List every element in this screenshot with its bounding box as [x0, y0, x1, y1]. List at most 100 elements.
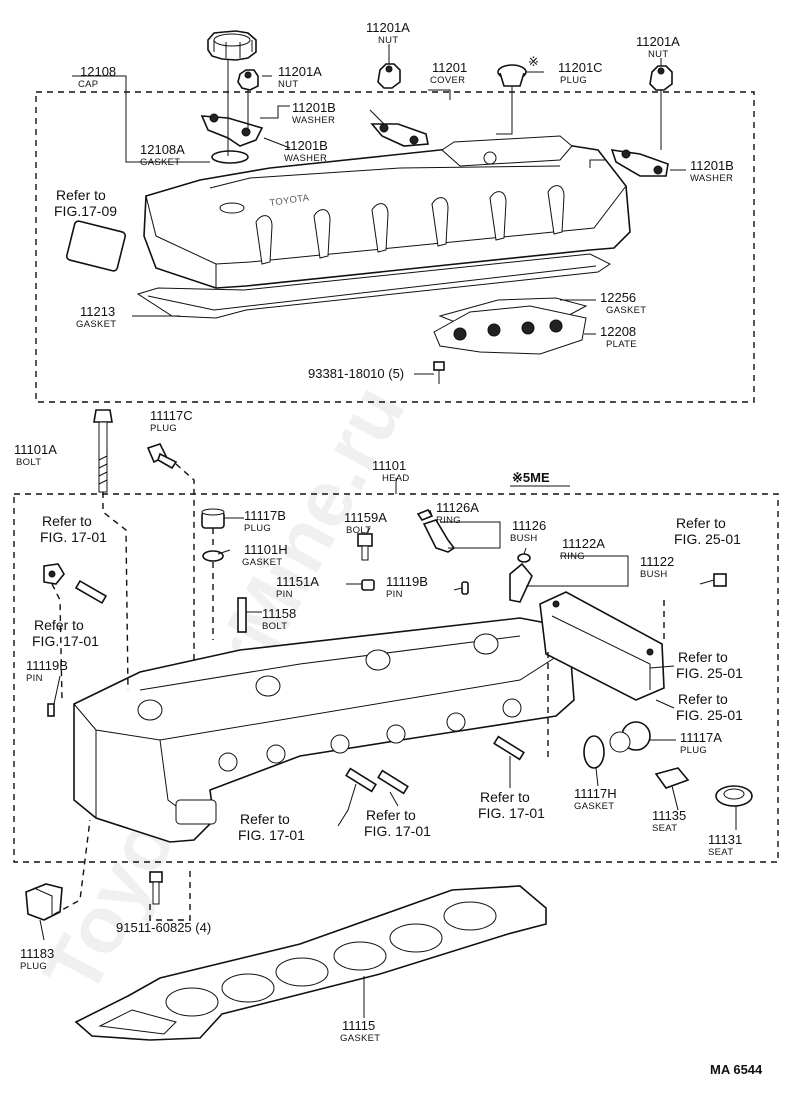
ref-1701a-line1: Refer to [42, 513, 92, 529]
ref-2501a-line1: Refer to [676, 515, 726, 531]
stud-icon-bottom-3 [493, 735, 525, 761]
stud-icon-bottom-2 [377, 769, 409, 795]
head-bolt-icon [93, 409, 113, 493]
sub-11201: COVER [430, 75, 465, 86]
sub-11135: SEAT [652, 823, 677, 834]
stud-icon-bottom-1 [345, 767, 377, 793]
label-11158: 11158 [262, 606, 296, 621]
small-plug-icon [146, 443, 178, 470]
head-plug-icon [201, 508, 225, 529]
sub-11122: BUSH [640, 569, 668, 580]
ref-1701d-line1: Refer to [240, 811, 290, 827]
sub-11201B-3: WASHER [690, 173, 733, 184]
sub-11201A-2: NUT [378, 35, 398, 46]
label-11131: 11131 [708, 832, 742, 847]
stud-bolt-icon [237, 597, 247, 633]
washer-icon-2 [370, 123, 429, 147]
ref-1701c-line2: FIG. 17-01 [478, 805, 545, 821]
sub-11126: BUSH [510, 533, 538, 544]
head-gasket-icon [74, 885, 547, 1041]
end-plug-icon [25, 883, 63, 921]
label-11183: 11183 [20, 946, 54, 961]
sub-11131: SEAT [708, 847, 733, 858]
ref-2501c-line2: FIG. 25-01 [676, 707, 743, 723]
label-11213: 11213 [80, 304, 115, 319]
stud-icon-left [74, 579, 108, 605]
sub-12256: GASKET [606, 305, 646, 316]
spark-plug-gasket-icon [433, 297, 588, 355]
label-12256: 12256 [600, 290, 636, 305]
dowel-pin-icon [361, 579, 375, 591]
plug-gasket-icon [202, 550, 224, 562]
label-11117H: 11117H [574, 786, 617, 801]
sub-11119B-top: PIN [386, 589, 403, 600]
cap-gasket-icon [211, 150, 249, 164]
label-11135: 11135 [652, 808, 686, 823]
ref-1709-line2: FIG.17-09 [54, 203, 117, 219]
sub-11126A: RING [436, 515, 461, 526]
pin-icon-left [47, 703, 55, 717]
label-11101A: 11101A [14, 442, 57, 457]
label-11117A: 11117A [680, 730, 722, 745]
sub-11115: GASKET [340, 1033, 380, 1044]
label-11151A: 11151A [276, 574, 319, 589]
oil-cap-icon [207, 30, 257, 61]
sub-11117C: PLUG [150, 423, 177, 434]
label-11201B-1: 11201B [292, 100, 336, 115]
nut-icon-left [43, 563, 65, 585]
sub-11213: GASKET [76, 319, 116, 330]
ref-1701b-line2: FIG. 17-01 [32, 633, 99, 649]
ref-1709-line1: Refer to [56, 187, 106, 203]
sub-12108A: GASKET [140, 157, 180, 168]
label-11119B-left: 11119B [26, 658, 68, 673]
sub-11117H: GASKET [574, 801, 614, 812]
label-11126: 11126 [512, 518, 546, 533]
label-91511: 91511-60825 (4) [116, 920, 211, 935]
label-12108A: 12108A [140, 142, 185, 157]
ref-1701d-line2: FIG. 17-01 [238, 827, 305, 843]
ref-1701c-line1: Refer to [480, 789, 530, 805]
side-bolt-icon [699, 573, 727, 587]
label-11126A: 11126A [436, 500, 479, 515]
nut-icon-2 [377, 63, 401, 89]
label-11117C: 11117C [150, 408, 193, 423]
label-11119B-top: 11119B [386, 574, 428, 589]
pin-icon-top [461, 581, 469, 595]
label-11122: 11122 [640, 554, 674, 569]
label-11101H: 11101H [244, 542, 288, 557]
sub-11117B: PLUG [244, 523, 271, 534]
label-11117B: 11117B [244, 508, 286, 523]
label-93381: 93381-18010 (5) [308, 366, 404, 381]
sub-11117A: PLUG [680, 745, 707, 756]
ref-1701b-line1: Refer to [34, 617, 84, 633]
nut-icon-3 [649, 65, 673, 91]
cover-plug-icon [497, 64, 527, 87]
cam-bolt-icon [357, 533, 373, 561]
cylinder-head-icon [73, 617, 575, 843]
ref-2501a-line2: FIG. 25-01 [674, 531, 741, 547]
screw-icon [433, 361, 445, 384]
sub-11158: BOLT [262, 621, 287, 632]
label-11201A-2: 11201A [366, 20, 410, 35]
bush-icon-2 [509, 562, 533, 603]
ref-2501b-line2: FIG. 25-01 [676, 665, 743, 681]
sub-11151A: PIN [276, 589, 293, 600]
plug-bolt-icon [149, 871, 163, 905]
label-11201: 11201 [432, 60, 467, 75]
ring-icon-2 [517, 553, 531, 563]
label-11201A-1: 11201A [278, 64, 322, 79]
head-group-frame [13, 493, 779, 863]
valve-cover-icon: TOYOTA [143, 135, 631, 289]
filler-gasket-icon [65, 220, 127, 272]
sub-11101: HEAD [382, 473, 410, 484]
plug-mark: ※ [528, 54, 539, 69]
label-11122A: 11122A [562, 536, 605, 551]
ref-1701e-line2: FIG. 17-01 [364, 823, 431, 839]
sub-11159A: BOLT [346, 525, 371, 536]
sub-11183: PLUG [20, 961, 47, 972]
ring-icon-1 [416, 509, 434, 521]
sub-11119B-left: PIN [26, 673, 43, 684]
sub-11201B-1: WASHER [292, 115, 335, 126]
label-11101: 11101 [372, 458, 406, 473]
